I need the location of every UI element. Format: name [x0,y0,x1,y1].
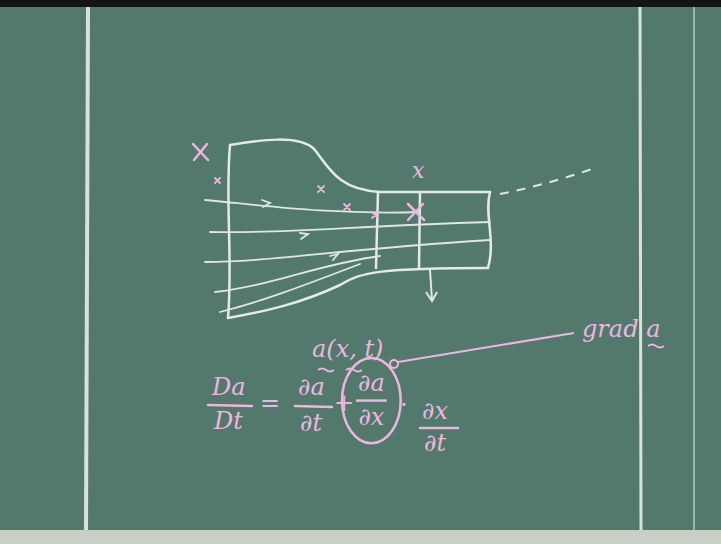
chalk-label: ∂t [300,410,322,438]
chalk-label: Da [212,374,246,402]
board-frame-line [86,7,88,530]
chalk-label: = [260,390,280,418]
fraction-term: ∂a [358,370,385,398]
chalk-ellipse-outline [342,358,401,443]
streamlines [205,200,490,312]
circled-term: ∂a ∂x [344,360,399,441]
chalk-label: ∂a [298,374,325,402]
particle-trace [215,178,378,218]
leader-line [390,333,574,368]
particle-mark [193,144,424,220]
chalk-label: grad a [582,316,660,344]
fraction-term: ∂x [358,404,384,432]
board-frame-line [693,7,695,530]
down-arrow [426,270,437,301]
pipe-outline [228,140,491,318]
fraction-bar [208,405,458,428]
chalk-label: Dt [214,408,243,436]
board-frame-line [640,7,641,530]
fraction-bar [356,399,387,402]
board-bottom-edge [0,530,721,544]
dashed-path [500,168,595,194]
chalk-label: ∂x [422,398,448,426]
chalk-label: a(x, t) [312,336,383,364]
chalk-label: ∂t [424,430,446,458]
chalk-label: x [412,158,424,183]
board-top-edge [0,0,721,7]
